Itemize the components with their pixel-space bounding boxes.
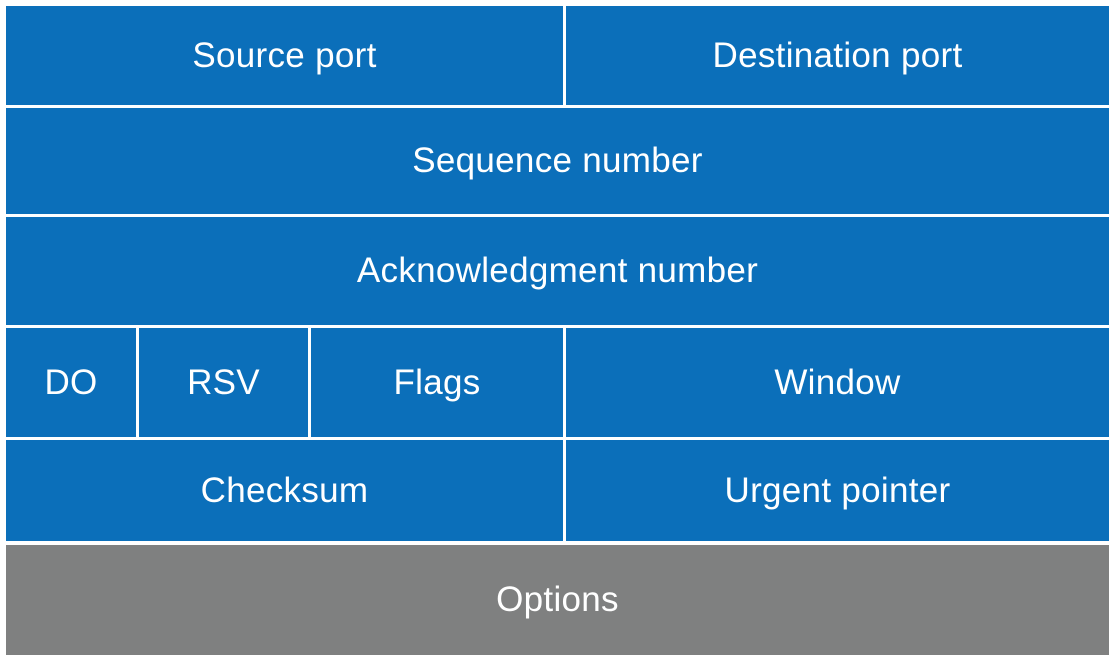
data-offset-label: DO (44, 362, 98, 402)
window-field: Window (566, 328, 1109, 437)
reserved-label: RSV (187, 362, 260, 402)
options-label: Options (496, 580, 619, 619)
source-port-field: Source port (6, 6, 563, 105)
checksum-field: Checksum (6, 440, 563, 541)
checksum-label: Checksum (200, 470, 369, 510)
data-offset-field: DO (6, 328, 136, 437)
flags-label: Flags (393, 362, 481, 402)
window-label: Window (774, 362, 901, 402)
urgent-pointer-label: Urgent pointer (724, 470, 951, 510)
source-port-label: Source port (192, 35, 377, 75)
acknowledgment-number-field: Acknowledgment number (6, 217, 1109, 325)
sequence-number-field: Sequence number (6, 108, 1109, 214)
acknowledgment-number-label: Acknowledgment number (356, 251, 759, 290)
destination-port-label: Destination port (712, 35, 963, 75)
sequence-number-label: Sequence number (412, 141, 703, 180)
options-field: Options (6, 545, 1109, 655)
destination-port-field: Destination port (566, 6, 1109, 105)
urgent-pointer-field: Urgent pointer (566, 440, 1109, 541)
reserved-field: RSV (139, 328, 308, 437)
flags-field: Flags (311, 328, 563, 437)
